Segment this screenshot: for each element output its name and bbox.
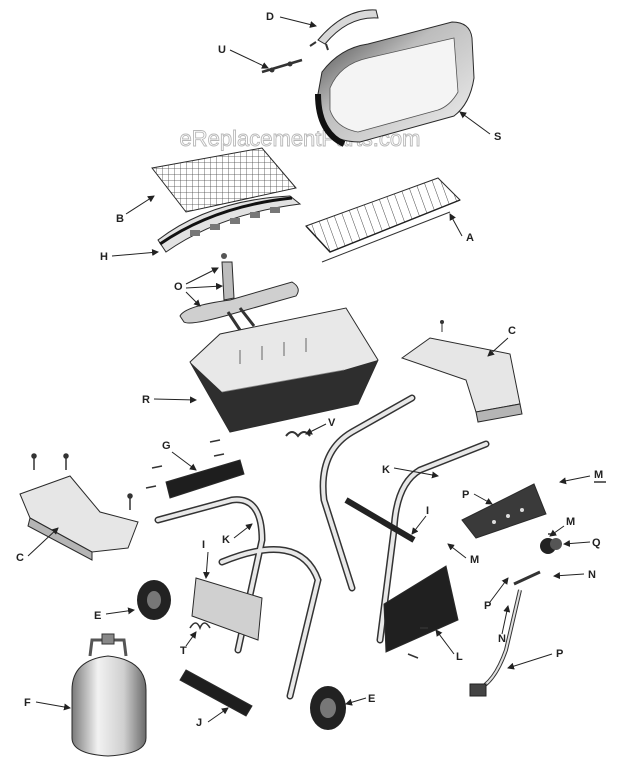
part-spring: [189, 622, 211, 631]
label-N-low: N: [498, 633, 506, 645]
label-P-mid: P: [484, 600, 491, 612]
label-P-top: P: [462, 489, 469, 501]
label-G: G: [162, 440, 171, 452]
part-lid: [315, 21, 475, 147]
part-rod: [261, 58, 303, 74]
part-side-shelf-left: [19, 475, 139, 561]
label-L: L: [456, 651, 463, 663]
label-F: F: [24, 697, 31, 709]
part-control-panel: [461, 483, 547, 539]
part-bracket-plate: [165, 459, 245, 499]
label-I-left: I: [202, 539, 205, 551]
label-K-left: K: [222, 534, 230, 546]
part-lid-handle: [309, 9, 379, 51]
part-wheel-left: [137, 580, 171, 620]
part-firebox: [189, 307, 379, 433]
label-H: H: [100, 251, 108, 263]
label-I-right: I: [426, 505, 429, 517]
label-K-right: K: [382, 464, 390, 476]
label-M-top: M: [594, 469, 603, 481]
label-E-left: E: [94, 610, 101, 622]
part-burner: [179, 253, 299, 331]
label-V: V: [328, 417, 336, 429]
label-Q: Q: [592, 537, 601, 549]
part-cooking-grate: [151, 147, 297, 213]
part-wheel-right: [310, 686, 346, 730]
label-R: R: [142, 394, 150, 406]
label-C-lower: C: [16, 552, 24, 564]
part-heat-shield: [157, 195, 302, 253]
callout-labels: D U S B A H O C R V G K M P I M: [16, 11, 603, 729]
label-J: J: [196, 717, 202, 729]
part-side-shelf-right: [400, 320, 523, 423]
part-tank-bar: [179, 669, 253, 717]
label-A: A: [466, 232, 474, 244]
label-P-low: P: [556, 648, 563, 660]
label-B: B: [116, 213, 124, 225]
label-M-low: M: [470, 554, 479, 566]
label-S: S: [494, 131, 501, 143]
part-warming-rack: [305, 177, 461, 263]
label-U: U: [218, 44, 226, 56]
label-D: D: [266, 11, 274, 23]
label-N-right: N: [588, 569, 596, 581]
label-C-upper: C: [508, 325, 516, 337]
label-O: O: [174, 281, 183, 293]
part-bottom-panel: [383, 565, 459, 653]
part-crossbar-left: [191, 577, 263, 641]
part-control-knob: [540, 538, 562, 554]
label-M-mid: M: [566, 516, 575, 528]
part-propane-tank: [71, 633, 147, 757]
part-crossbar-right: [344, 497, 416, 543]
part-regulator-hose: [469, 570, 541, 697]
label-E-right: E: [368, 693, 375, 705]
label-T: T: [180, 645, 187, 657]
